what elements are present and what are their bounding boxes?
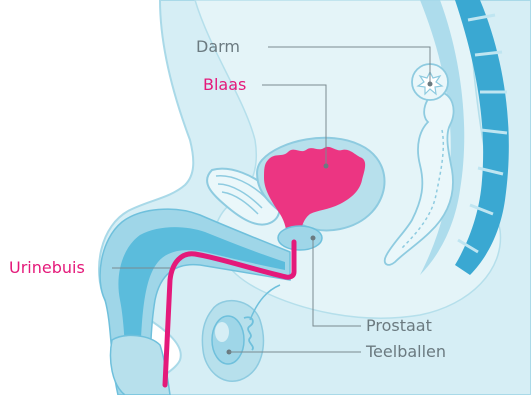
prostaat-marker (311, 236, 316, 241)
glans (111, 335, 170, 395)
blaas-marker (324, 164, 329, 169)
label-teelballen: Teelballen (366, 344, 446, 360)
testis (212, 316, 244, 364)
darm-marker (428, 82, 433, 87)
label-blaas: Blaas (203, 77, 246, 93)
label-urinebuis: Urinebuis (9, 260, 85, 276)
label-darm: Darm (196, 39, 240, 55)
testis-highlight (215, 322, 229, 342)
label-prostaat: Prostaat (366, 318, 432, 334)
